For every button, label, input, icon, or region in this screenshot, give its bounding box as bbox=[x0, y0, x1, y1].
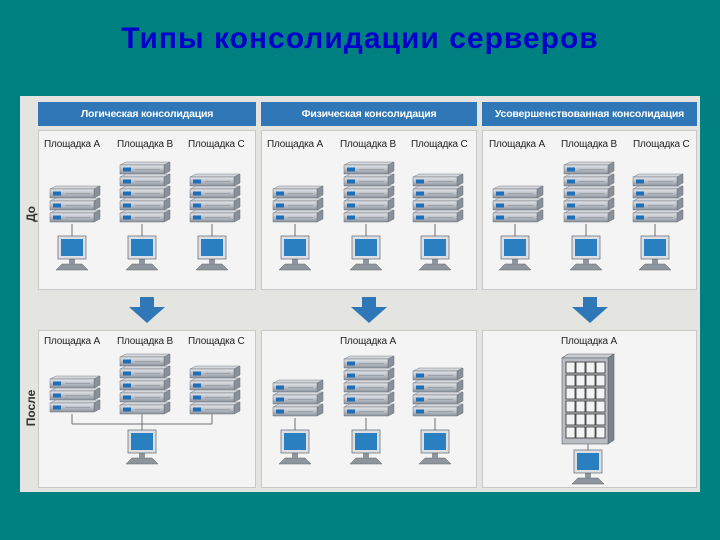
server-stack bbox=[632, 173, 684, 223]
site-label: Площадка C bbox=[411, 139, 468, 150]
server-stack bbox=[119, 161, 171, 223]
monitor-icon bbox=[638, 235, 672, 271]
slide-title: Типы консолидации серверов bbox=[121, 22, 599, 55]
server-stack bbox=[343, 161, 395, 223]
server-stack bbox=[119, 353, 171, 415]
server-stack bbox=[412, 367, 464, 417]
server-stack bbox=[49, 375, 101, 413]
site-label: Площадка A bbox=[489, 139, 545, 150]
site-label: Площадка A bbox=[44, 139, 100, 150]
monitor-icon bbox=[571, 449, 605, 485]
server-stack bbox=[189, 365, 241, 415]
site-label: Площадка A bbox=[561, 336, 617, 347]
server-stack bbox=[343, 355, 395, 417]
arrow-down-icon bbox=[351, 297, 387, 323]
monitor-icon bbox=[569, 235, 603, 271]
server-stack bbox=[189, 173, 241, 223]
server-stack bbox=[272, 185, 324, 223]
monitor-icon bbox=[55, 235, 89, 271]
server-stack bbox=[49, 185, 101, 223]
header-logical: Логическая консолидация bbox=[38, 102, 256, 126]
monitor-icon bbox=[418, 235, 452, 271]
site-label: Площадка C bbox=[633, 139, 690, 150]
arrow-down-icon bbox=[129, 297, 165, 323]
monitor-icon bbox=[349, 235, 383, 271]
monitor-icon bbox=[195, 235, 229, 271]
server-stack bbox=[492, 185, 544, 223]
site-label: Площадка B bbox=[117, 336, 173, 347]
site-label: Площадка B bbox=[561, 139, 617, 150]
monitor-icon bbox=[349, 429, 383, 465]
header-physical: Физическая консолидация bbox=[261, 102, 477, 126]
monitor-icon bbox=[125, 429, 159, 465]
site-label: Площадка A bbox=[340, 336, 396, 347]
site-label: Площадка C bbox=[188, 139, 245, 150]
server-stack bbox=[563, 161, 615, 223]
server-stack bbox=[412, 173, 464, 223]
site-label: Площадка A bbox=[267, 139, 323, 150]
site-label: Площадка A bbox=[44, 336, 100, 347]
monitor-icon bbox=[498, 235, 532, 271]
server-rack-icon bbox=[561, 353, 615, 445]
server-stack bbox=[272, 379, 324, 417]
site-label: Площадка B bbox=[117, 139, 173, 150]
monitor-icon bbox=[278, 235, 312, 271]
monitor-icon bbox=[125, 235, 159, 271]
monitor-icon bbox=[278, 429, 312, 465]
arrow-down-icon bbox=[572, 297, 608, 323]
monitor-icon bbox=[418, 429, 452, 465]
site-label: Площадка B bbox=[340, 139, 396, 150]
header-advanced: Усовершенствованная консолидация bbox=[482, 102, 697, 126]
site-label: Площадка C bbox=[188, 336, 245, 347]
